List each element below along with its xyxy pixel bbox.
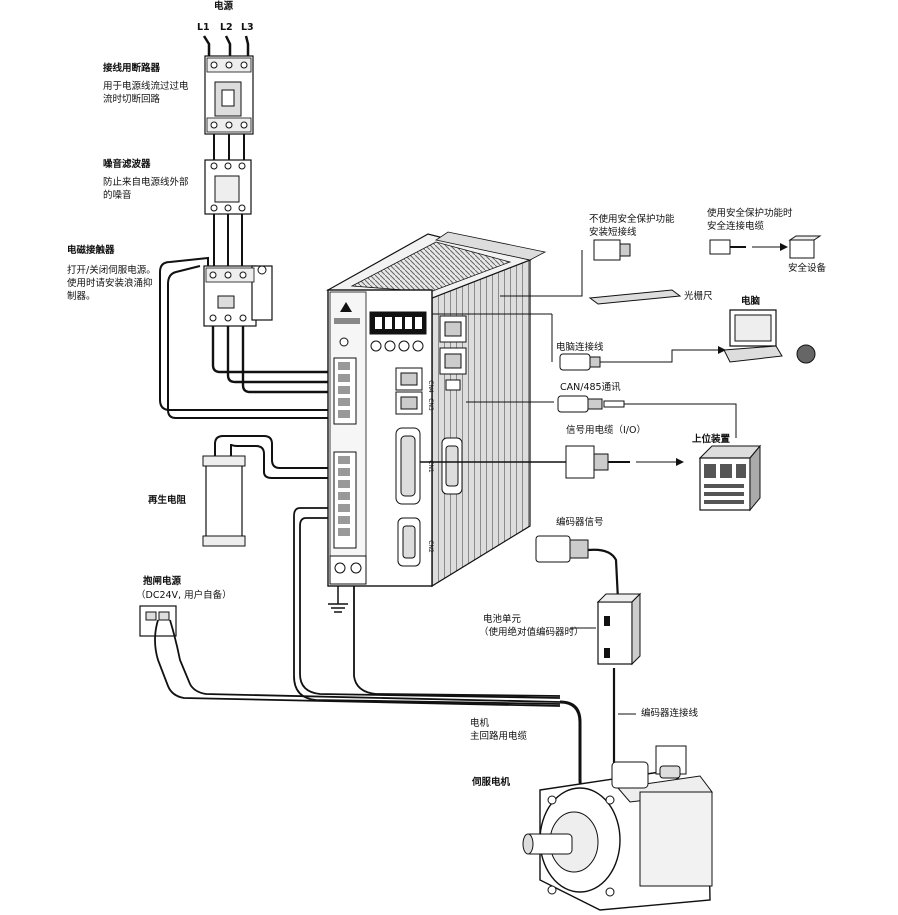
grating-scale [588, 289, 682, 305]
safety-cable-line1: 使用安全保护功能时 [707, 208, 793, 219]
safety-short-line2: 安装短接线 [589, 227, 637, 238]
noise-filter-desc-line2: 的噪音 [103, 190, 132, 201]
grating-title: 光栅尺 [684, 291, 713, 302]
battery-title: 电池单元 [483, 614, 522, 625]
drive-port-cn3: CN3 [426, 398, 434, 411]
contactor-desc-line3: 制器。 [67, 291, 96, 302]
safety-cable-plug [709, 239, 788, 255]
brake-wiring [154, 619, 561, 707]
main-power-wiring [211, 326, 330, 394]
contactor-desc-line2: 使用时请安装浪涌抑 [67, 278, 153, 289]
power-title: 电源 [214, 1, 234, 12]
brake-power-desc: （DC24V, 用户自备） [136, 590, 232, 601]
safety-short-line1: 不使用安全保护功能 [589, 214, 675, 225]
regen-resistor [202, 444, 246, 547]
power-input-lines [202, 35, 250, 58]
pc-title: 电脑 [741, 296, 761, 307]
phase-l2-label: L2 [220, 22, 233, 33]
control-power-wiring [159, 256, 330, 419]
breaker-title: 接线用断路器 [103, 63, 161, 74]
encoder-cable [535, 535, 636, 778]
contactor-desc-line1: 打开/关闭伺服电源。 [67, 265, 156, 276]
servo-motor [522, 745, 713, 911]
noise-filter [204, 159, 252, 215]
host-controller [698, 444, 762, 512]
drive-port-cn1: CN1 [426, 460, 434, 473]
can485-cable [466, 395, 737, 438]
regen-wiring [214, 435, 330, 479]
breaker-desc-line1: 用于电源线流过过电 [103, 81, 189, 92]
motor-cable-line1: 电机 [470, 718, 490, 729]
io-signal-cable [420, 445, 684, 479]
safety-bracket-line [500, 250, 583, 297]
safety-short-plug [593, 239, 631, 261]
safety-device-title: 安全设备 [788, 263, 827, 274]
filter-to-contactor-lines [213, 214, 243, 268]
encoder-signal-title: 编码器信号 [556, 517, 604, 528]
drive-port-cn4: CN4 [426, 380, 434, 393]
signal-cable-title: 信号用电缆（I/O） [566, 425, 646, 436]
servo-drive [325, 231, 547, 588]
pc-laptop [723, 309, 816, 364]
safety-device-box [788, 235, 822, 259]
battery-desc: （使用绝对值编码器时） [479, 627, 584, 638]
noise-filter-title: 噪音滤波器 [103, 159, 151, 170]
breaker-desc-line2: 流时切断回路 [103, 94, 161, 105]
phase-l3-label: L3 [241, 22, 254, 33]
circuit-breaker [204, 55, 254, 135]
phase-l1-label: L1 [197, 22, 210, 33]
encoder-cable-title: 编码器连接线 [641, 708, 699, 719]
battery-unit [570, 592, 642, 666]
comm-title: CAN/485通讯 [560, 382, 621, 393]
magnetic-contactor [203, 265, 273, 327]
pc-cable-title: 电脑连接线 [556, 342, 604, 353]
brake-power-title: 抱闸电源 [143, 576, 182, 587]
pc-cable [432, 313, 726, 371]
motor-power-cable [293, 507, 611, 796]
regen-resistor-title: 再生电阻 [148, 495, 187, 506]
contactor-title: 电磁接触器 [67, 245, 115, 256]
motor-cable-line2: 主回路用电缆 [470, 731, 528, 742]
noise-filter-desc-line1: 防止来自电源线外部 [103, 177, 189, 188]
ground-symbol [328, 584, 348, 613]
breaker-to-filter-lines [213, 134, 245, 162]
servo-motor-title: 伺服电机 [472, 777, 511, 788]
drive-port-cn2: CN2 [426, 540, 434, 553]
safety-cable-line2: 安全连接电缆 [707, 221, 765, 232]
host-title: 上位装置 [692, 434, 731, 445]
